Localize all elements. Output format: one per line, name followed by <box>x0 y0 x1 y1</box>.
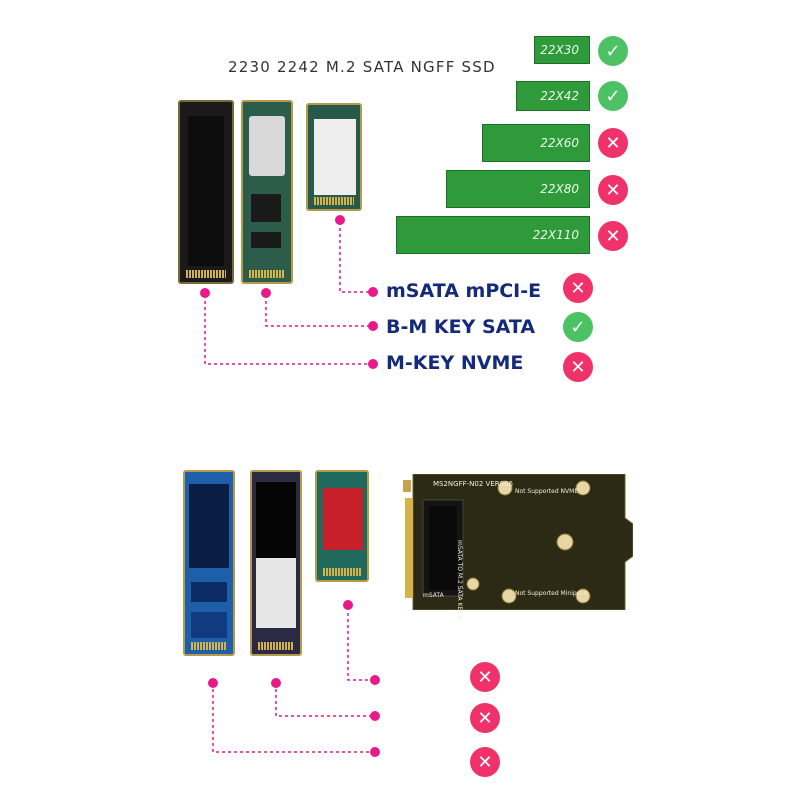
connector-dot <box>343 600 353 610</box>
page-title: 2230 2242 M.2 SATA NGFF SSD <box>228 58 496 76</box>
connector-dot <box>208 678 218 688</box>
ssd-card-2242-red <box>315 470 369 582</box>
check-icon: ✓ <box>563 312 593 342</box>
connector-line-bm-key <box>265 295 372 327</box>
cross-icon: ✕ <box>598 128 628 158</box>
cross-icon: ✕ <box>470 747 500 777</box>
size-label: 22X110 <box>532 228 579 242</box>
size-label: 22X60 <box>540 136 579 150</box>
ssd-card-m-key-nvme <box>178 100 234 284</box>
connector-dot <box>370 675 380 685</box>
size-bar-22x60: 22X60 <box>482 124 590 162</box>
interface-label-bm-key: B-M KEY SATA <box>386 316 536 338</box>
connector-line-msata <box>339 222 372 293</box>
ssd-card-nvme-blue <box>183 470 235 656</box>
connector-dot <box>370 711 380 721</box>
adapter-msata-label: mSATA <box>423 592 444 599</box>
size-bar-22x110: 22X110 <box>396 216 590 254</box>
connector-dot <box>261 288 271 298</box>
cross-icon: ✕ <box>563 352 593 382</box>
connector-dot <box>335 215 345 225</box>
ssd-card-bm-key-sata <box>241 100 293 284</box>
connector-dot <box>368 321 378 331</box>
connector-dot <box>370 747 380 757</box>
connector-line-bottom-2 <box>275 683 374 717</box>
adapter-model: MS2NGFF-N02 VER006 <box>433 480 513 488</box>
check-icon: ✓ <box>598 81 628 111</box>
ssd-card-sata-black <box>250 470 302 656</box>
adapter-not-nvme: Not Supported NVME <box>515 488 579 495</box>
cross-icon: ✕ <box>563 273 593 303</box>
connector-line-m-key <box>204 295 372 365</box>
cross-icon: ✕ <box>470 662 500 692</box>
connector-dot <box>368 287 378 297</box>
interface-label-m-key: M-KEY NVME <box>386 352 524 374</box>
size-label: 22X30 <box>540 43 579 57</box>
adapter-line1: mSATA TO M.2 SATA KEY-B <box>456 540 463 620</box>
cross-icon: ✕ <box>598 221 628 251</box>
connector-line-bottom-3 <box>212 683 374 753</box>
size-bar-22x80: 22X80 <box>446 170 590 208</box>
check-icon: ✓ <box>598 36 628 66</box>
size-bar-22x30: 22X30 <box>534 36 590 64</box>
cross-icon: ✕ <box>470 703 500 733</box>
size-bar-22x42: 22X42 <box>516 81 590 111</box>
connector-dot <box>200 288 210 298</box>
size-label: 22X42 <box>540 89 579 103</box>
connector-dot <box>271 678 281 688</box>
interface-label-msata: mSATA mPCI-E <box>386 280 542 302</box>
ssd-card-msata <box>306 103 362 211</box>
connector-line-bottom-1 <box>347 607 374 681</box>
connector-dot <box>368 359 378 369</box>
adapter-board: MS2NGFF-N02 VER006 Not Supported NVME No… <box>403 473 634 619</box>
adapter-not-minipcie: Not Supported Minipci-e <box>515 590 588 597</box>
cross-icon: ✕ <box>598 175 628 205</box>
size-label: 22X80 <box>540 182 579 196</box>
